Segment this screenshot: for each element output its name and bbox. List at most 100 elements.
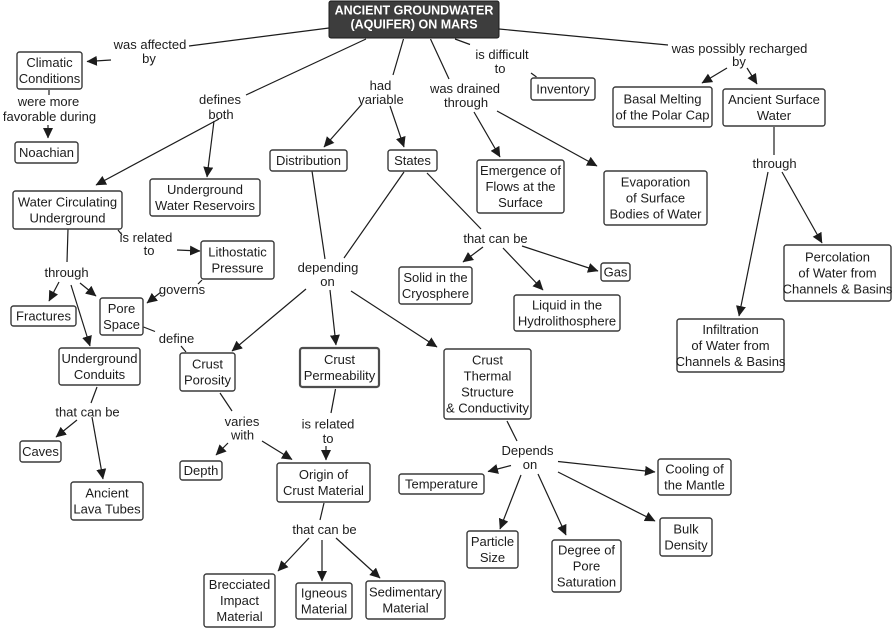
svg-text:defines: defines bbox=[199, 92, 241, 107]
svg-text:Cooling of: Cooling of bbox=[665, 462, 724, 477]
svg-text:Pore: Pore bbox=[573, 559, 600, 574]
svg-text:by: by bbox=[142, 51, 156, 66]
svg-text:Ancient Surface: Ancient Surface bbox=[728, 92, 820, 107]
svg-text:Lithostatic: Lithostatic bbox=[208, 245, 267, 260]
svg-text:(AQUIFER) ON MARS: (AQUIFER) ON MARS bbox=[350, 18, 477, 32]
svg-text:is related: is related bbox=[120, 230, 173, 245]
svg-text:Origin of: Origin of bbox=[299, 467, 349, 482]
svg-text:through: through bbox=[444, 95, 488, 110]
svg-text:Water Reservoirs: Water Reservoirs bbox=[155, 198, 255, 213]
svg-text:is difficult: is difficult bbox=[475, 47, 529, 62]
svg-text:Channels & Basins: Channels & Basins bbox=[676, 354, 786, 369]
svg-text:on: on bbox=[523, 457, 537, 472]
svg-text:Liquid in the: Liquid in the bbox=[532, 298, 602, 313]
svg-text:Depth: Depth bbox=[184, 463, 219, 478]
svg-text:that can be: that can be bbox=[463, 231, 527, 246]
svg-text:Noachian: Noachian bbox=[19, 145, 74, 160]
svg-text:Infiltration: Infiltration bbox=[702, 322, 758, 337]
svg-text:had: had bbox=[370, 78, 392, 93]
svg-text:Inventory: Inventory bbox=[536, 82, 590, 97]
svg-text:Material: Material bbox=[301, 602, 347, 617]
svg-text:of Water from: of Water from bbox=[691, 338, 769, 353]
svg-text:Material: Material bbox=[382, 601, 428, 616]
svg-text:of Surface: of Surface bbox=[626, 191, 685, 206]
svg-text:Gas: Gas bbox=[604, 265, 628, 280]
svg-text:Emergence of: Emergence of bbox=[480, 163, 561, 178]
svg-text:Fractures: Fractures bbox=[16, 309, 71, 324]
svg-text:Brecciated: Brecciated bbox=[209, 577, 270, 592]
svg-text:Basal Melting: Basal Melting bbox=[623, 92, 701, 107]
svg-text:define: define bbox=[159, 331, 194, 346]
svg-text:Saturation: Saturation bbox=[557, 575, 616, 590]
svg-text:Porosity: Porosity bbox=[184, 373, 231, 388]
svg-text:Surface: Surface bbox=[498, 195, 543, 210]
svg-text:Depends: Depends bbox=[501, 443, 554, 458]
svg-text:States: States bbox=[394, 153, 431, 168]
svg-text:Bulk: Bulk bbox=[673, 522, 699, 537]
svg-text:with: with bbox=[230, 428, 254, 443]
svg-text:Underground: Underground bbox=[167, 182, 243, 197]
svg-text:to: to bbox=[495, 61, 506, 76]
svg-text:Water Circulating: Water Circulating bbox=[18, 195, 117, 210]
svg-text:Impact: Impact bbox=[220, 593, 259, 608]
svg-text:governs: governs bbox=[159, 282, 206, 297]
svg-text:Crust: Crust bbox=[324, 352, 355, 367]
svg-text:Cryosphere: Cryosphere bbox=[402, 286, 469, 301]
svg-text:Degree of: Degree of bbox=[558, 543, 615, 558]
svg-text:was possibly recharged: was possibly recharged bbox=[671, 41, 808, 56]
svg-text:was affected: was affected bbox=[113, 37, 187, 52]
svg-text:Crust Material: Crust Material bbox=[283, 483, 364, 498]
svg-text:Space: Space bbox=[103, 317, 140, 332]
svg-text:Evaporation: Evaporation bbox=[621, 175, 690, 190]
svg-text:Structure: Structure bbox=[461, 385, 514, 400]
svg-text:Caves: Caves bbox=[22, 444, 59, 459]
svg-text:Temperature: Temperature bbox=[405, 477, 478, 492]
svg-text:Pore: Pore bbox=[108, 301, 135, 316]
svg-text:were more: were more bbox=[17, 94, 79, 109]
svg-text:of the Polar Cap: of the Polar Cap bbox=[616, 108, 710, 123]
svg-text:Igneous: Igneous bbox=[301, 586, 348, 601]
svg-text:depending: depending bbox=[298, 260, 359, 275]
svg-text:Permeability: Permeability bbox=[304, 368, 376, 383]
svg-text:of Water from: of Water from bbox=[798, 266, 876, 281]
svg-text:both: both bbox=[208, 107, 233, 122]
svg-text:Lava Tubes: Lava Tubes bbox=[73, 502, 141, 517]
svg-text:& Conductivity: & Conductivity bbox=[446, 401, 530, 416]
svg-text:that can be: that can be bbox=[55, 405, 119, 420]
svg-text:Water: Water bbox=[757, 108, 792, 123]
svg-text:the Mantle: the Mantle bbox=[664, 478, 725, 493]
svg-text:Material: Material bbox=[216, 609, 262, 624]
svg-text:Thermal: Thermal bbox=[464, 369, 512, 384]
svg-text:Crust: Crust bbox=[192, 357, 223, 372]
svg-text:to: to bbox=[144, 243, 155, 258]
svg-text:Bodies of Water: Bodies of Water bbox=[609, 207, 702, 222]
svg-text:Ancient: Ancient bbox=[85, 486, 129, 501]
svg-text:Solid in the: Solid in the bbox=[403, 270, 467, 285]
svg-text:Percolation: Percolation bbox=[805, 250, 870, 265]
svg-text:through: through bbox=[44, 265, 88, 280]
svg-text:Underground: Underground bbox=[62, 351, 138, 366]
svg-text:Conditions: Conditions bbox=[19, 71, 81, 86]
svg-text:was drained: was drained bbox=[429, 81, 500, 96]
svg-text:variable: variable bbox=[358, 92, 404, 107]
svg-text:by: by bbox=[732, 54, 746, 69]
svg-text:Conduits: Conduits bbox=[74, 367, 126, 382]
svg-text:Distribution: Distribution bbox=[276, 153, 341, 168]
svg-text:on: on bbox=[320, 274, 334, 289]
svg-text:Channels & Basins: Channels & Basins bbox=[783, 282, 893, 297]
svg-text:is related: is related bbox=[302, 417, 355, 432]
svg-text:Climatic: Climatic bbox=[26, 55, 73, 70]
svg-text:Size: Size bbox=[480, 550, 505, 565]
svg-text:Hydrolithosphere: Hydrolithosphere bbox=[518, 314, 616, 329]
svg-text:Pressure: Pressure bbox=[211, 261, 263, 276]
svg-text:favorable during: favorable during bbox=[3, 109, 96, 124]
svg-text:Underground: Underground bbox=[30, 211, 106, 226]
svg-text:Density: Density bbox=[664, 538, 708, 553]
svg-text:Flows at the: Flows at the bbox=[485, 179, 555, 194]
svg-text:through: through bbox=[752, 156, 796, 171]
svg-text:to: to bbox=[323, 431, 334, 446]
svg-text:that can be: that can be bbox=[292, 522, 356, 537]
svg-text:Crust: Crust bbox=[472, 353, 503, 368]
svg-text:varies: varies bbox=[225, 414, 260, 429]
svg-text:Particle: Particle bbox=[471, 534, 514, 549]
